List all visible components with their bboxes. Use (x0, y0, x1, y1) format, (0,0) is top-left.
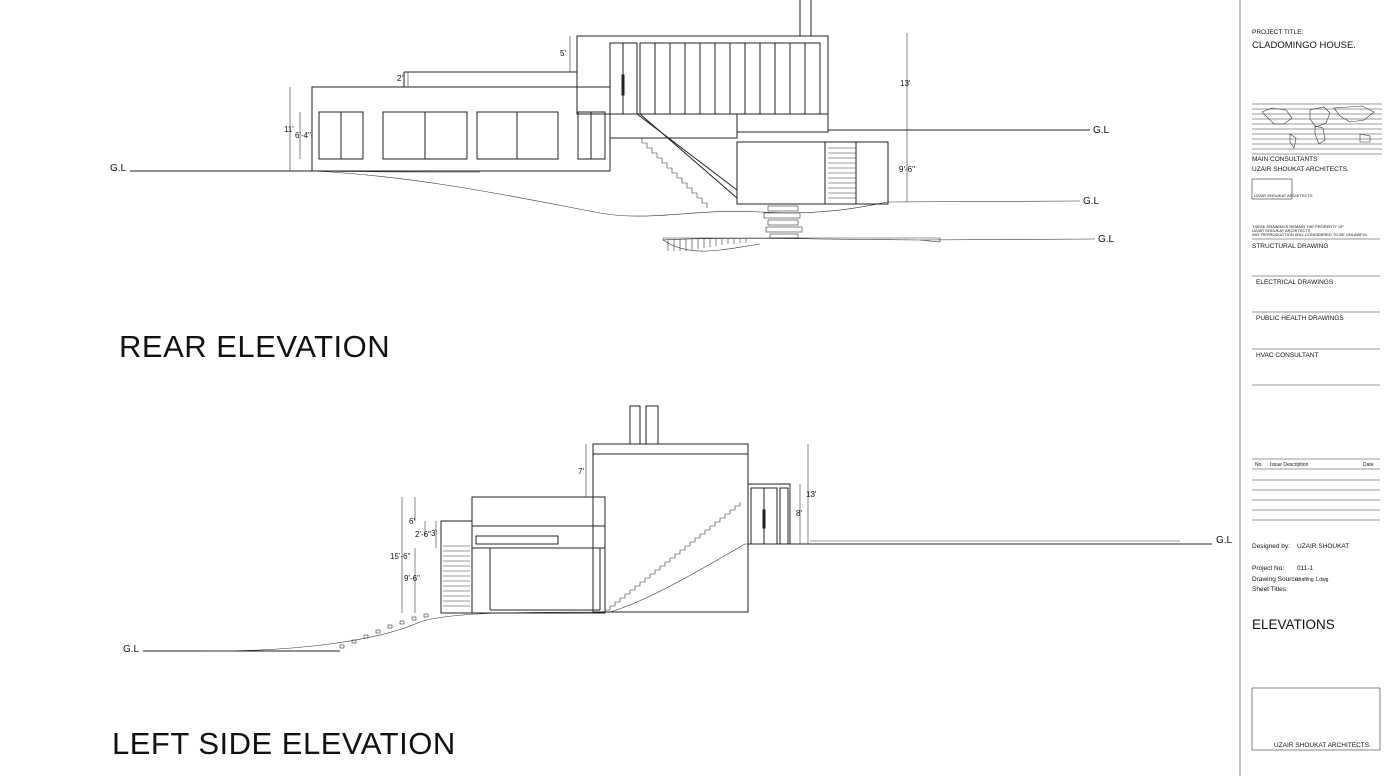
rear-mid-band (736, 113, 829, 133)
left-elevation-title: LEFT SIDE ELEVATION (112, 726, 456, 761)
notice-line-3: ANY REPRODUCTION WILL CONSIDERED TO BE U… (1252, 232, 1368, 237)
rear-ground-line-low (919, 238, 1096, 241)
left-dim-4: 2'-6" (415, 530, 431, 539)
left-stair-steps (605, 502, 741, 611)
left-dim-2: 8' (796, 509, 802, 518)
main-consultants-label: MAIN CONSULTANTS (1252, 156, 1318, 163)
rear-platform-hatch (667, 239, 747, 251)
stamp-text: UZAIR SHOUKAT ARCHITECTS. (1274, 742, 1371, 749)
consultant-name: UZAIR SHOUKAT ARCHITECTS. (1252, 166, 1349, 173)
left-dim-5: 3' (431, 529, 437, 538)
rear-gl-label-mid: G.L (1083, 196, 1100, 207)
left-dim-3: 6' (409, 517, 415, 526)
left-tall-box (592, 443, 749, 613)
left-dim-0: 7' (578, 467, 584, 476)
rear-deck (609, 113, 738, 139)
rear-platform-curve (662, 239, 761, 252)
notice-line-1: THESE DRAWINGS REMAIN THE PROPERTY OF (1252, 224, 1344, 229)
issue-header-date: Date (1363, 462, 1374, 468)
rear-terrain-curve (311, 170, 889, 217)
rear-elevation-drawing: G.L G.L G.L G.L (110, 0, 1115, 252)
project-title-label: PROJECT TITLE: (1252, 29, 1304, 36)
left-band (475, 535, 559, 545)
left-terrain-steps (339, 613, 429, 649)
issue-header-no: No. (1255, 462, 1263, 468)
left-door-frame (747, 483, 791, 545)
rear-gl-label-low: G.L (1098, 234, 1115, 245)
rear-dim-1: 6'-4" (295, 131, 311, 140)
designed-by-label: Designed by: (1252, 543, 1290, 550)
sheet-title: ELEVATIONS (1252, 617, 1335, 632)
stamp-box (1251, 687, 1381, 751)
left-dim-7: 9'-6" (404, 574, 420, 583)
notice-line-2: UZAIR SHOUKAT ARCHITECTS (1252, 228, 1311, 233)
rear-dim-5: 9'-6" (899, 165, 915, 174)
rear-low-block (311, 86, 611, 172)
sheet-titles-label: Sheet Titles: (1252, 586, 1288, 593)
left-terrain (199, 543, 790, 652)
drawing-source: drafting 1.dwg (1297, 577, 1329, 583)
rear-stair-stringer (636, 113, 738, 191)
section-structural: STRUCTURAL DRAWING (1252, 243, 1328, 250)
rear-dim-0: 11' (284, 125, 294, 134)
left-dim-1: 13' (806, 490, 817, 499)
issue-header-description: Issue Description (1270, 462, 1309, 468)
rear-glass-mullions (654, 43, 806, 114)
rear-dim-2: 2' (397, 74, 403, 83)
left-side-louvres (443, 545, 470, 607)
rear-elevation-title: REAR ELEVATION (119, 329, 390, 364)
rear-dim-4: 13' (900, 79, 911, 88)
designed-by: UZAIR SHOUKAT (1297, 543, 1349, 550)
project-no-label: Project No: (1252, 565, 1284, 572)
left-dim-6: 15'-6" (390, 552, 411, 561)
left-gl-label: G.L (123, 644, 140, 655)
rear-column-stack (763, 205, 803, 239)
rear-lower-box (736, 141, 826, 205)
rear-platform (662, 237, 941, 243)
project-title: CLADOMINGO HOUSE. (1252, 40, 1356, 51)
rear-gl-label-left: G.L (110, 163, 127, 174)
section-electrical: ELECTRICAL DRAWINGS (1256, 279, 1334, 286)
left-elevation-drawing: G.L G.L (123, 405, 1233, 655)
left-gl-label-right: G.L (1216, 535, 1233, 546)
rear-dim-3: 5' (560, 49, 566, 58)
rear-stair-steps (637, 137, 708, 208)
project-no: 011-1 (1297, 565, 1314, 572)
left-chimney-1 (629, 405, 641, 445)
left-main-box (471, 496, 606, 614)
rear-gl-label-upper: G.L (1093, 125, 1110, 136)
consultant-logo-text: UZAIR SHOUKAT ARCHITECTS (1254, 193, 1313, 198)
left-side-wall (440, 520, 473, 614)
rear-ground-line-mid (887, 200, 1081, 203)
left-chimney-2 (645, 405, 659, 445)
drawing-source-label: Drawing Source: (1252, 576, 1300, 583)
consultant-logo-box (1251, 178, 1293, 200)
map-continents (1261, 105, 1375, 149)
section-public-health: PUBLIC HEALTH DRAWINGS (1256, 315, 1344, 322)
title-block: PROJECT TITLE: CLADOMINGO HOUSE. MAIN CO… (1239, 0, 1382, 776)
section-hvac: HVAC CONSULTANT (1256, 352, 1319, 359)
rear-lower-louvres (828, 147, 856, 199)
world-map-logo (1252, 103, 1382, 155)
